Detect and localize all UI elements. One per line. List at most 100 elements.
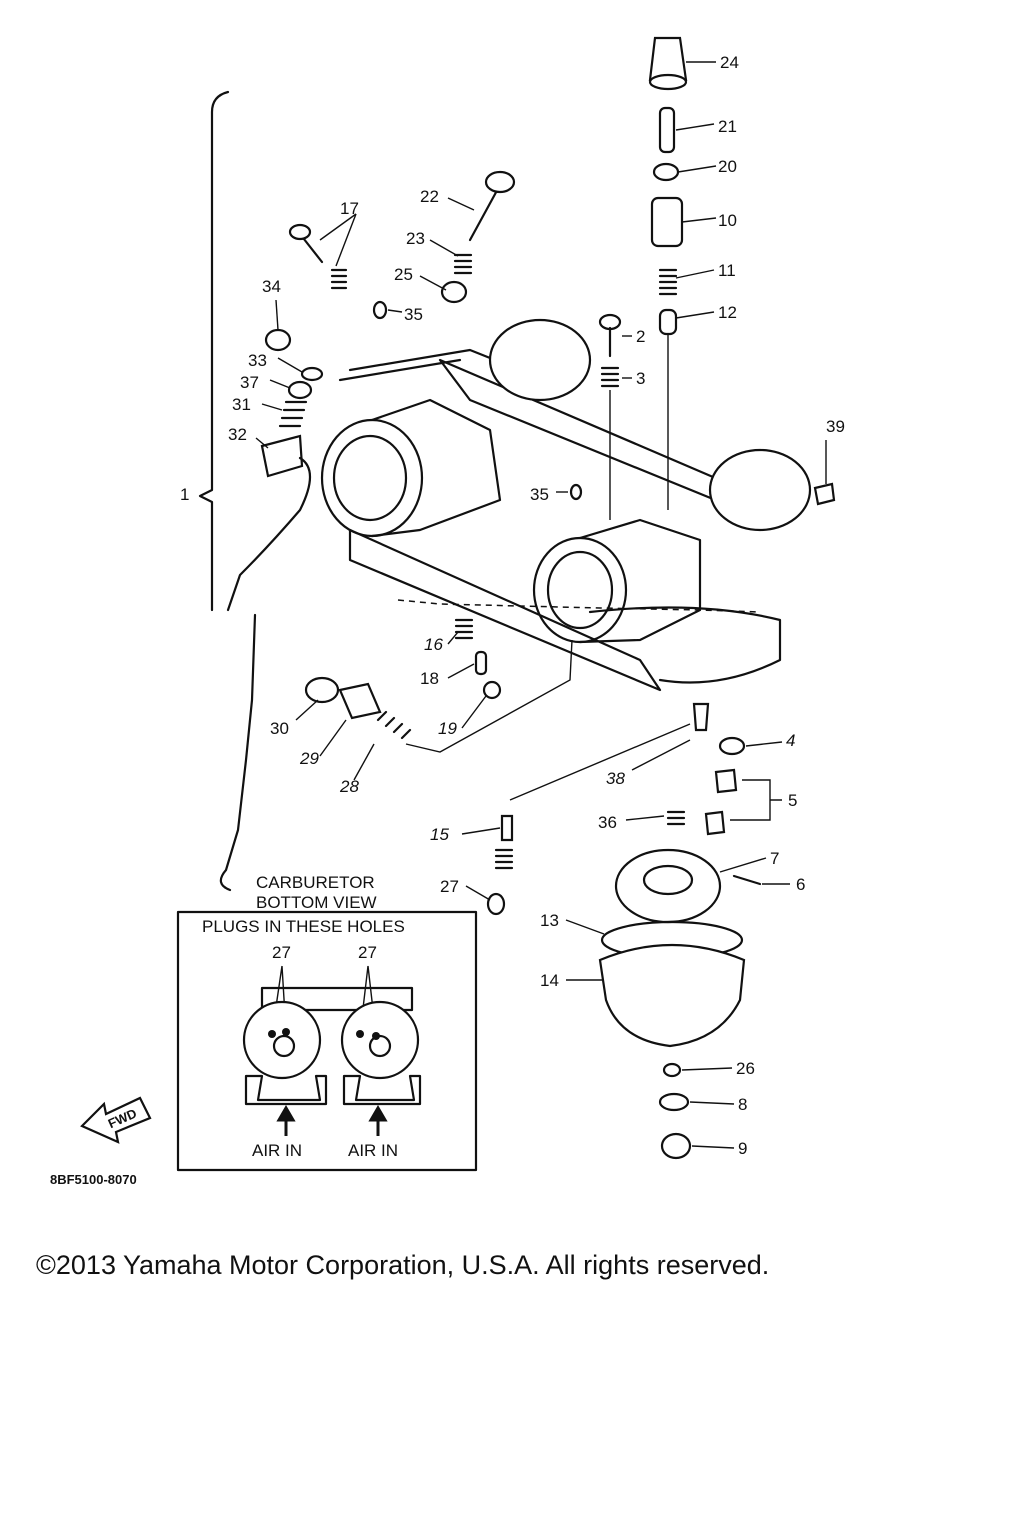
part-label-6: 6	[796, 875, 805, 894]
part-label-8: 8	[738, 1095, 747, 1114]
screw-21-part	[658, 106, 676, 154]
copyright-notice: ©2013 Yamaha Motor Corporation, U.S.A. A…	[36, 1250, 770, 1280]
part-label-30: 30	[270, 719, 289, 738]
plugs-label-left: 27	[272, 943, 291, 962]
part-label-7: 7	[770, 849, 779, 868]
jet-38-part	[692, 702, 710, 732]
washer-33-part	[300, 366, 324, 382]
part-label-28: 28	[339, 777, 359, 796]
jet-5a-part	[714, 768, 738, 794]
needle-12-part	[658, 308, 678, 336]
spring-11-part	[658, 268, 678, 296]
clip-19-part	[482, 680, 502, 700]
leader-lines	[255, 61, 827, 1149]
spring-3-part	[600, 366, 620, 388]
nut-9-part	[660, 1132, 692, 1160]
adjuster-32-part	[260, 434, 304, 478]
screw-22-head	[484, 170, 516, 194]
spring-31-part	[278, 400, 308, 428]
jet-5b-part	[704, 810, 726, 836]
spring-15-part	[494, 848, 514, 870]
part-label-37: 37	[240, 373, 259, 392]
sleeve-29-part	[338, 682, 382, 720]
part-label-10: 10	[718, 211, 737, 230]
bottom-view-title-line2: BOTTOM VIEW	[256, 893, 377, 912]
part-label-29: 29	[299, 749, 319, 768]
part-label-25: 25	[394, 265, 413, 284]
part-label-12: 12	[718, 303, 737, 322]
part-label-18: 18	[420, 669, 439, 688]
part-label-33: 33	[248, 351, 267, 370]
carburetor-body-right	[532, 518, 702, 644]
float-7-part	[614, 848, 722, 924]
part-label-2: 2	[636, 327, 645, 346]
guide-28-line	[405, 639, 573, 753]
washer-4-part	[718, 736, 746, 756]
part-label-1: 1	[180, 485, 189, 504]
part-label-39: 39	[826, 417, 845, 436]
part-label-36: 36	[598, 813, 617, 832]
screw-26-part	[662, 1062, 682, 1078]
part-label-19: 19	[438, 719, 457, 738]
spring-36-part	[666, 810, 686, 826]
plug-27-part	[486, 892, 506, 916]
part-label-5: 5	[788, 791, 797, 810]
assembly-bracket-dashed	[397, 599, 761, 613]
cable-32	[226, 456, 312, 612]
part-label-13: 13	[540, 911, 559, 930]
part-label-22: 22	[420, 187, 439, 206]
spring-16-part	[454, 618, 474, 640]
part-label-31: 31	[232, 395, 251, 414]
forward-arrow-icon: FWD	[80, 1096, 152, 1144]
cap-24-part	[648, 36, 688, 91]
bowl-14-part	[598, 943, 746, 1048]
spring-17-part	[330, 268, 348, 290]
air-in-label-right: AIR IN	[348, 1141, 398, 1160]
sleeve-30-part	[304, 676, 340, 704]
screw-22-part	[468, 183, 502, 242]
part-label-9: 9	[738, 1139, 747, 1158]
part-label-11: 11	[718, 261, 736, 280]
plugs-inset-box: PLUGS IN THESE HOLES 27 27 AIR IN AIR IN	[176, 910, 478, 1172]
bracket-5	[730, 779, 782, 821]
plugs-label-right: 27	[358, 943, 377, 962]
carburetor-frame	[348, 318, 812, 692]
spring-28-part	[376, 710, 412, 740]
part-labels: 24 21 20 10 11 12 22 17 23 25 34 35 2 3 …	[180, 53, 845, 1158]
float-7-hole	[642, 864, 694, 896]
guide-15	[509, 723, 691, 801]
part-label-32: 32	[228, 425, 247, 444]
part-label-26: 26	[736, 1059, 755, 1078]
part-label-15: 15	[430, 825, 449, 844]
part-label-35b: 35	[530, 485, 549, 504]
assembly-bracket	[198, 90, 230, 612]
part-label-4: 4	[786, 731, 795, 750]
part-label-20: 20	[718, 157, 737, 176]
cap-34-part	[264, 328, 292, 352]
spring-23-part	[453, 253, 473, 275]
part-label-16: 16	[424, 635, 443, 654]
part-label-35a: 35	[404, 305, 423, 324]
part-label-23: 23	[406, 229, 425, 248]
part-label-27: 27	[440, 877, 459, 896]
pin-6-part	[732, 874, 762, 886]
nut-37-part	[287, 380, 313, 400]
air-in-label-left: AIR IN	[252, 1141, 302, 1160]
pin-18-part	[474, 650, 488, 676]
holder-10-part	[650, 196, 684, 248]
part-label-14: 14	[540, 971, 559, 990]
washer-25-part	[440, 280, 468, 304]
screw-39-part	[813, 482, 836, 506]
part-label-38: 38	[606, 769, 625, 788]
air-in-arrow-left	[276, 1105, 296, 1136]
part-label-34: 34	[262, 277, 281, 296]
assembly-bracket-lower	[219, 613, 257, 892]
plugs-box-title: PLUGS IN THESE HOLES	[202, 917, 405, 936]
air-in-arrow-right	[368, 1105, 388, 1136]
plug-35b-part	[569, 483, 583, 501]
part-label-3: 3	[636, 369, 645, 388]
diagram-code: 8BF5100-8070	[50, 1172, 137, 1187]
part-label-17: 17	[340, 199, 359, 218]
bottom-view-title-line1: CARBURETOR	[256, 873, 375, 892]
